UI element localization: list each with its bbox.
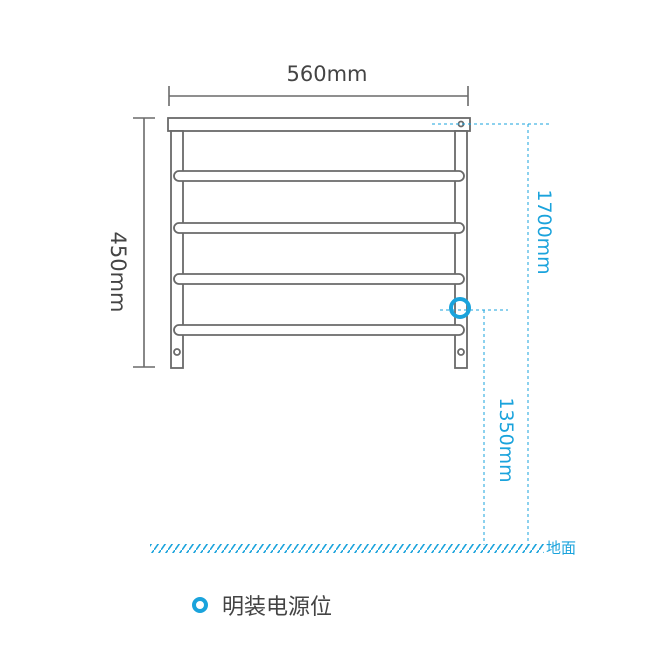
rack-right-mount-hole	[457, 348, 465, 356]
rack-bar-3	[173, 273, 465, 285]
rack-top-shelf	[167, 117, 471, 132]
rack-bar-1	[173, 170, 465, 182]
ground: 地面	[150, 539, 576, 557]
power-outlet-legend-icon	[192, 597, 208, 613]
rack-bar-4	[173, 324, 465, 336]
towel-rack	[167, 117, 471, 369]
power-outlet-marker	[449, 297, 471, 319]
width-label: 560mm	[287, 62, 368, 86]
height-label: 450mm	[106, 232, 130, 313]
reference-lines	[432, 123, 552, 545]
width-dimension: 560mm	[168, 62, 469, 106]
legend: 明装电源位	[192, 588, 332, 622]
rack-bar-2	[173, 222, 465, 234]
ground-hatch	[150, 544, 544, 553]
top-height-label: 1700mm	[533, 189, 555, 274]
outlet-height-label: 1350mm	[495, 397, 517, 482]
rack-right-post	[454, 130, 468, 369]
ground-label: 地面	[546, 539, 576, 557]
rack-left-post	[170, 130, 184, 369]
legend-label: 明装电源位	[222, 595, 333, 620]
rack-left-mount-hole	[173, 348, 181, 356]
height-dimension: 450mm	[106, 117, 155, 368]
